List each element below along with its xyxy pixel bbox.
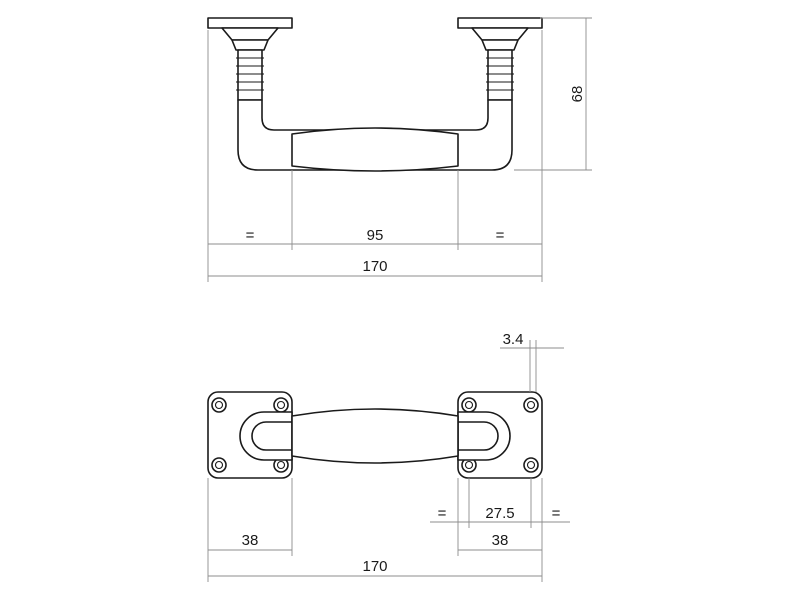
left-screw-holes <box>211 397 289 473</box>
left-handle-loop <box>239 411 293 461</box>
left-rose-width-label: 38 <box>242 532 259 549</box>
height-label: 68 <box>569 86 586 103</box>
bottom-right-equal-label: = <box>552 505 561 522</box>
left-mounting-flange <box>207 17 293 29</box>
bottom-overall-length-label: 170 <box>362 558 387 575</box>
right-rose-width-label: 38 <box>492 532 509 549</box>
right-handle-loop <box>457 411 511 461</box>
bottom-left-equal-label: = <box>438 505 447 522</box>
left-threaded-post <box>236 49 264 101</box>
handle-plan-view <box>207 391 543 479</box>
grip-side <box>291 127 459 172</box>
handle-side-view <box>207 17 543 172</box>
right-mounting-flange <box>457 17 543 29</box>
bottom-dimensions: 3.4 = 27.5 = 38 38 170 <box>207 331 570 582</box>
hole-spacing-label: 27.5 <box>485 505 514 522</box>
top-dimensions: = 95 = 170 68 <box>207 17 592 282</box>
right-threaded-post <box>486 49 514 101</box>
right-screw-holes <box>461 397 539 473</box>
top-overall-length-label: 170 <box>362 258 387 275</box>
top-right-equal-label: = <box>496 227 505 244</box>
top-center-width-label: 95 <box>367 227 384 244</box>
rose-offset-label: 3.4 <box>503 331 524 348</box>
top-left-equal-label: = <box>246 227 255 244</box>
grip-plan <box>291 408 459 464</box>
